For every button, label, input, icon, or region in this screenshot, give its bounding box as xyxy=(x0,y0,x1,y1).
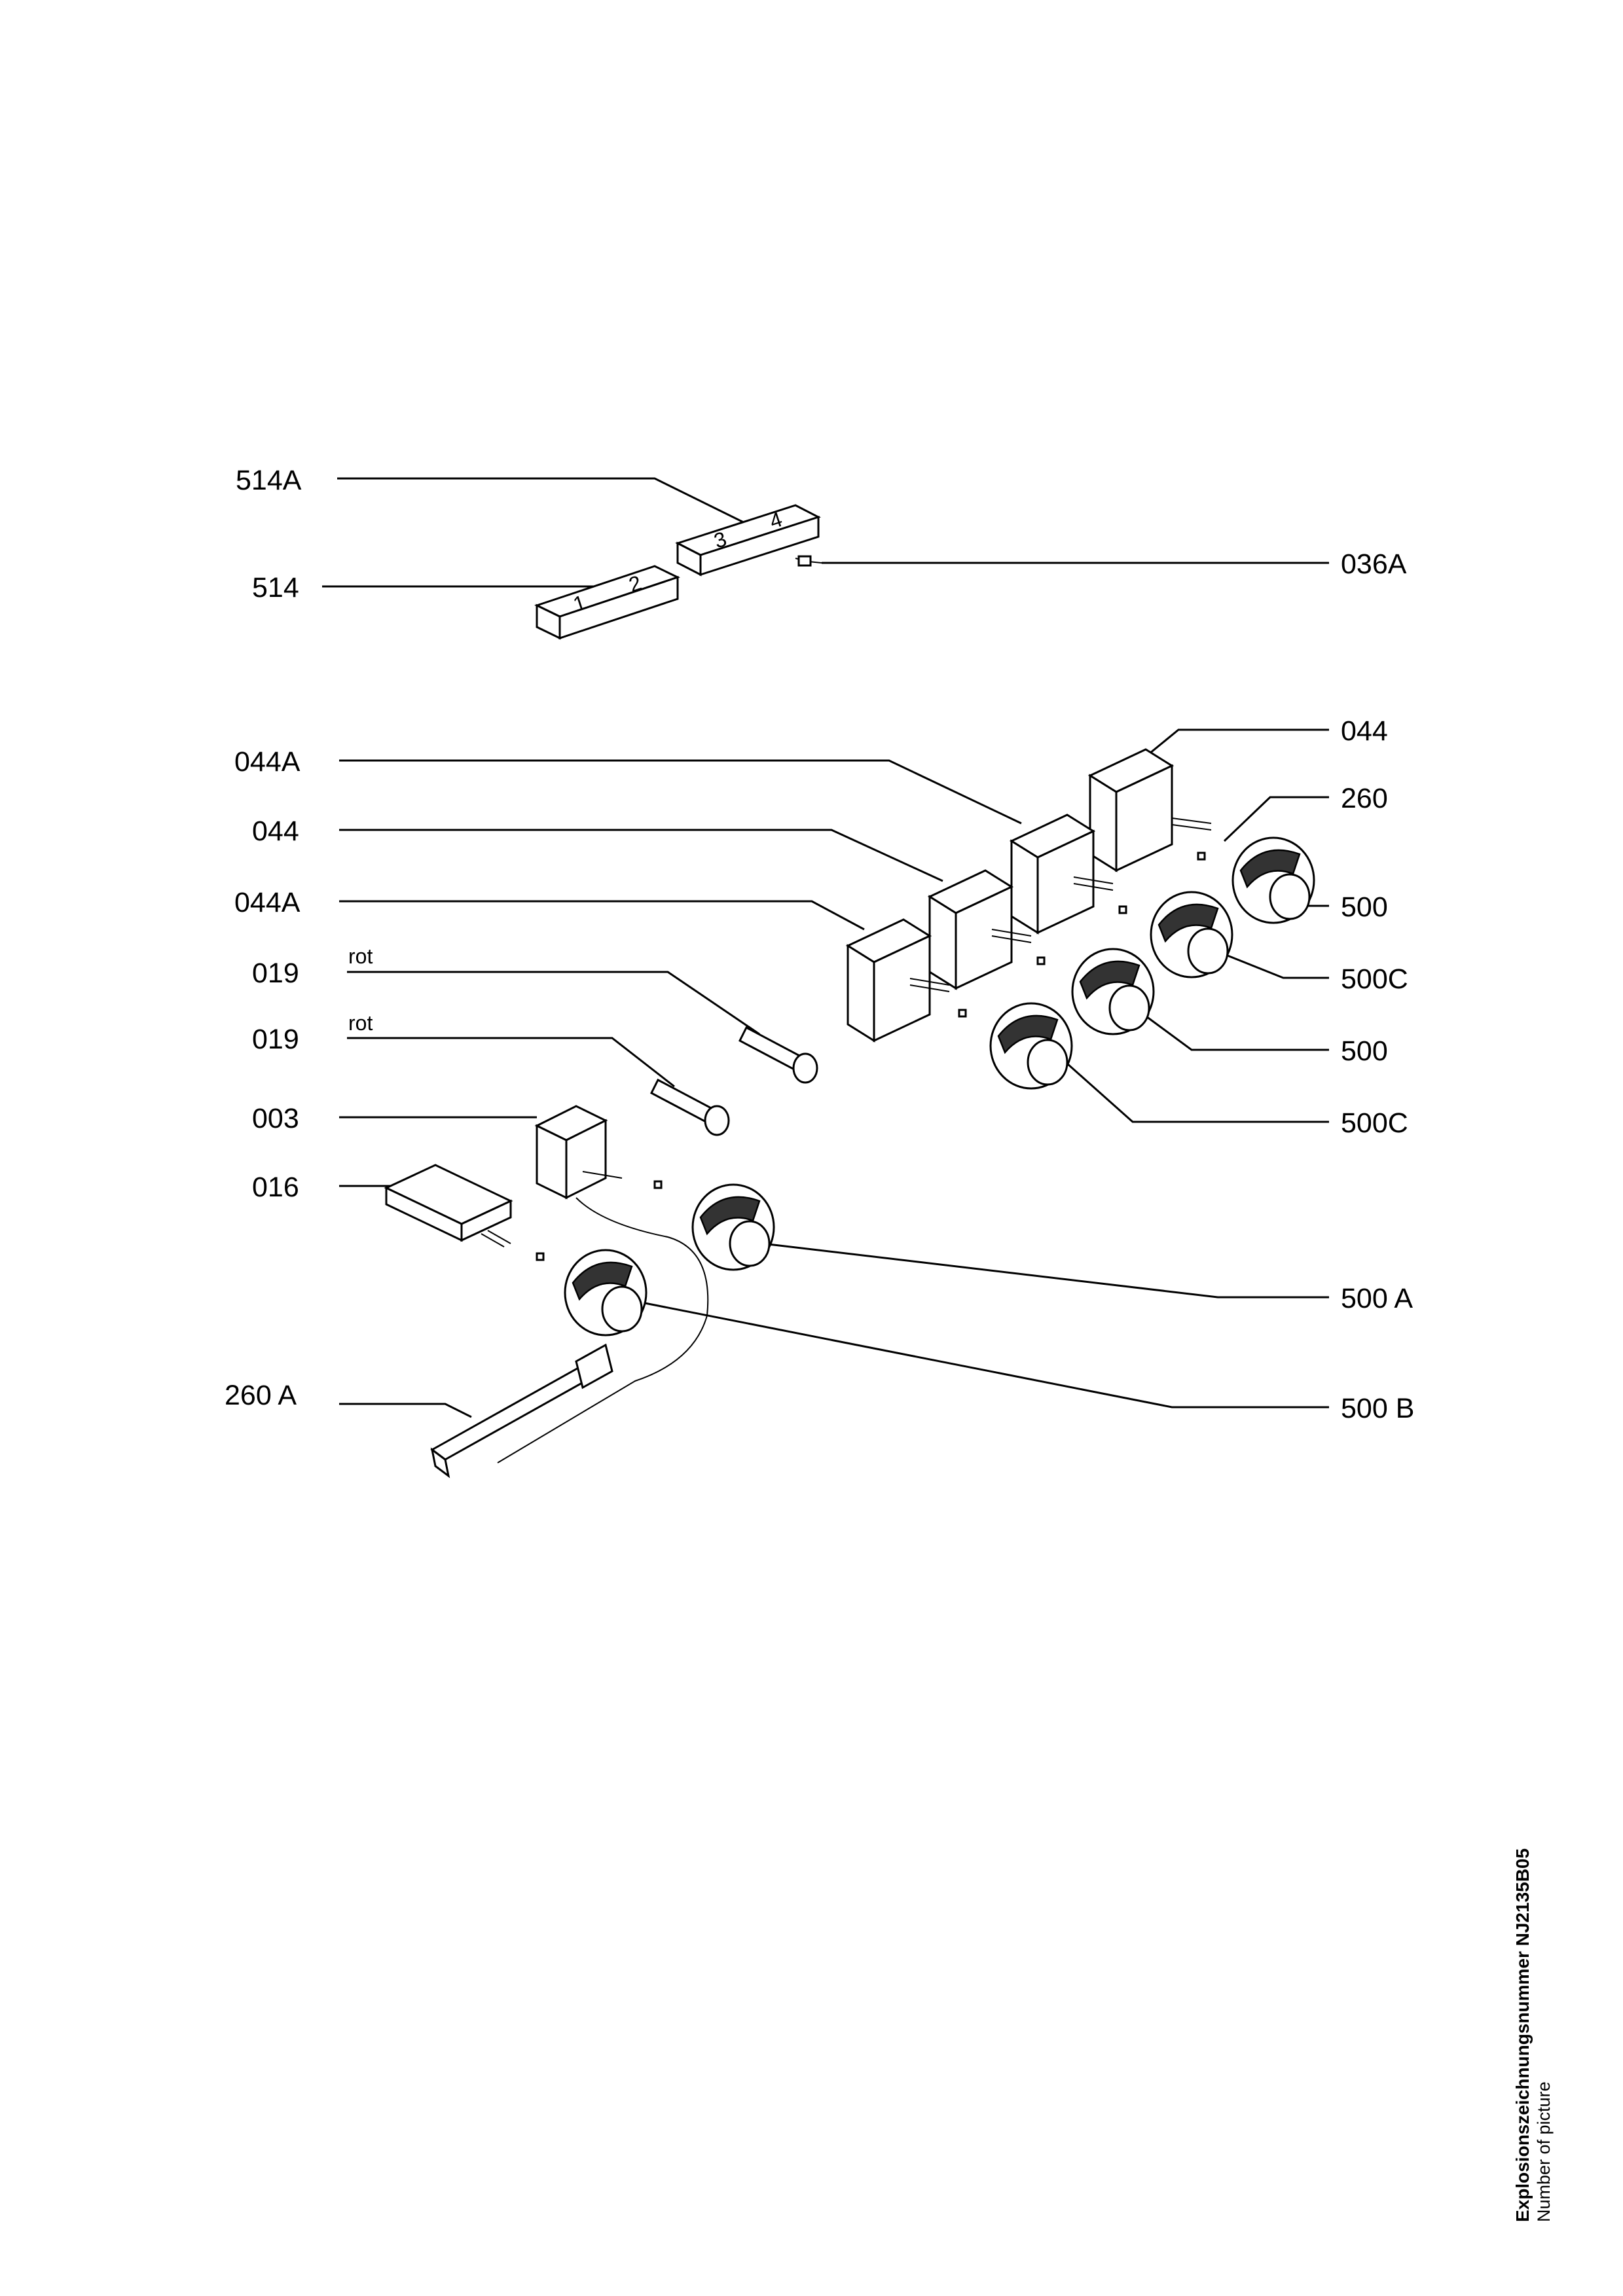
part-clip-036A xyxy=(795,555,822,567)
label-260: 260 xyxy=(1341,783,1388,814)
label-044-left: 044 xyxy=(252,816,299,847)
note-rot-1: rot xyxy=(348,944,373,968)
leader-514A xyxy=(337,477,760,531)
leader-044A-1 xyxy=(339,759,1022,825)
leader-500B xyxy=(641,1301,1329,1408)
leader-044A-2 xyxy=(339,900,865,931)
part-knob-500-2 xyxy=(1071,948,1155,1035)
caption-subtitle: Number of picture xyxy=(1534,2081,1554,2222)
label-500-1: 500 xyxy=(1341,891,1388,923)
leader-019-1 xyxy=(347,971,760,1035)
label-500C-1: 500C xyxy=(1341,963,1408,995)
label-044-right: 044 xyxy=(1341,715,1388,747)
label-514A: 514A xyxy=(236,465,302,496)
leader-500-2 xyxy=(1139,1010,1329,1051)
leader-044-left xyxy=(339,829,943,882)
label-044A-2: 044A xyxy=(234,887,301,918)
part-regulator-044A-2 xyxy=(845,918,950,1043)
leader-019-2 xyxy=(347,1037,675,1088)
part-knob-500-1 xyxy=(1231,836,1315,924)
label-044A-1: 044A xyxy=(234,746,301,778)
leader-260 xyxy=(1223,796,1329,842)
part-regulator-044A-1 xyxy=(1009,814,1114,935)
label-500-2: 500 xyxy=(1341,1035,1388,1067)
part-labels: 514A 514 036A 044 044A 260 044 044A 500 … xyxy=(225,465,1414,1424)
leader-260A xyxy=(339,1403,472,1418)
part-regulator-044-right xyxy=(1087,748,1212,872)
part-thermostat-003 xyxy=(497,1105,709,1463)
part-knob-500A xyxy=(691,1183,775,1271)
part-selector-switch-016 xyxy=(384,1164,513,1247)
part-indicator-bar-514: 1 2 xyxy=(534,565,680,640)
label-019-1: 019 xyxy=(252,958,299,989)
leader-lines xyxy=(322,477,1329,1418)
leader-044-right xyxy=(1142,728,1329,761)
part-knob-500B xyxy=(564,1249,647,1336)
part-bracket-260A xyxy=(430,1343,613,1479)
leader-500A xyxy=(762,1242,1329,1299)
part-knob-500C-1 xyxy=(1150,891,1233,978)
label-016: 016 xyxy=(252,1172,299,1203)
leader-500C-2 xyxy=(1067,1062,1329,1123)
part-indicator-bar-514A: 3 4 xyxy=(675,504,821,577)
label-003: 003 xyxy=(252,1103,299,1134)
part-pilot-lamp-019-1 xyxy=(739,1026,818,1084)
label-036A: 036A xyxy=(1341,548,1407,580)
label-500B: 500 B xyxy=(1341,1393,1414,1424)
part-spacers-260 xyxy=(536,852,1206,1261)
part-knob-500C-2 xyxy=(989,1002,1073,1090)
part-pilot-lamp-019-2 xyxy=(650,1078,730,1136)
label-260A: 260 A xyxy=(225,1380,297,1411)
label-500A: 500 A xyxy=(1341,1283,1413,1314)
part-regulator-044-left xyxy=(927,869,1032,990)
label-500C-2: 500C xyxy=(1341,1107,1408,1139)
picture-number-caption: Explosionszeichnungsnummer NJ2135B05 Num… xyxy=(1512,1848,1554,2222)
label-019-2: 019 xyxy=(252,1024,299,1055)
leader-500C-1 xyxy=(1211,948,1329,979)
note-rot-2: rot xyxy=(348,1011,373,1035)
label-514: 514 xyxy=(252,572,299,603)
caption-title: Explosionszeichnungsnummer NJ2135B05 xyxy=(1512,1848,1533,2222)
